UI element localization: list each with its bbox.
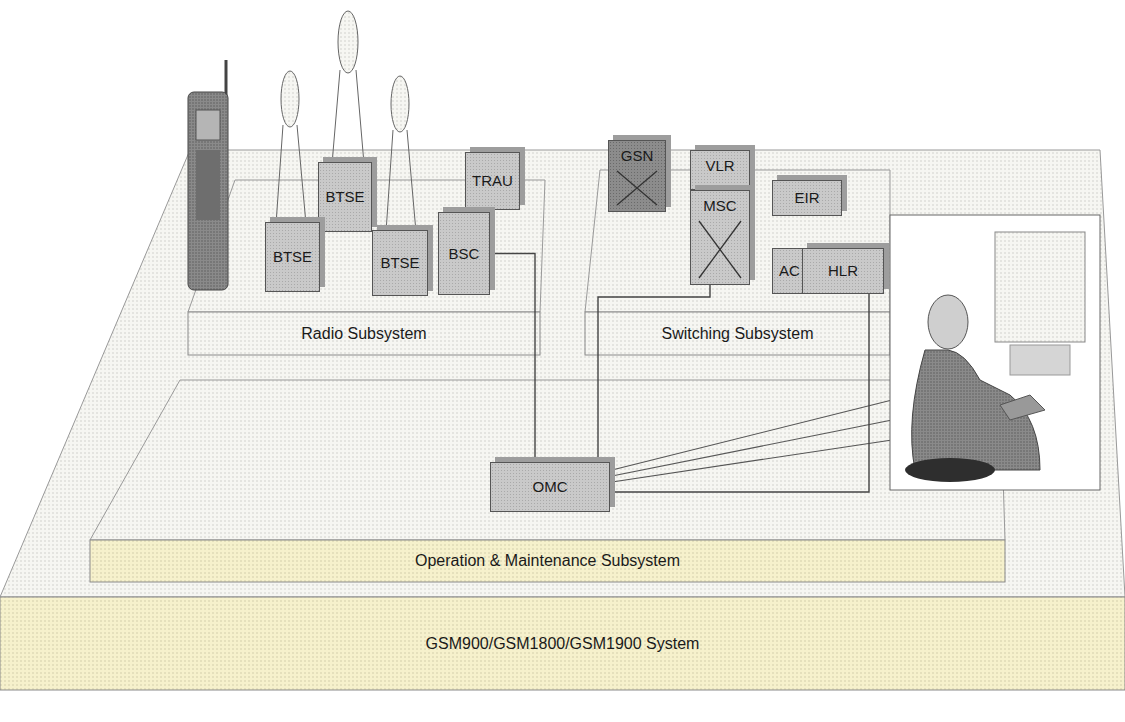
subsystem-label: Radio Subsystem <box>301 324 426 344</box>
switch-symbol <box>691 217 749 282</box>
element-label: BTSE <box>378 254 421 272</box>
network-element: OMC <box>490 462 610 512</box>
platform-face: Radio Subsystem <box>188 312 540 355</box>
network-element: GSN <box>608 140 666 212</box>
element-label: VLR <box>703 157 736 175</box>
subsystem-platform: Radio Subsystem BTSE TRAU BTSE BTSE BSC <box>186 145 548 357</box>
subsystem-platform: Switching Subsystem GSN VLR MSC EIR AC HLR <box>583 132 893 357</box>
radio-front <box>188 312 540 355</box>
platform-face: Operation & Maintenance Subsystem <box>90 540 1005 582</box>
link-line <box>610 294 869 492</box>
subsystem-platform: GSM900/GSM1800/GSM1900 System Radio Subsy… <box>0 140 1125 695</box>
link-line <box>598 285 710 462</box>
element-label: AC <box>777 262 802 280</box>
switching-front <box>585 312 890 355</box>
platform-face: GSM900/GSM1800/GSM1900 System <box>0 597 1125 690</box>
network-element: HLR <box>802 248 884 294</box>
switch-symbol <box>609 167 665 209</box>
element-label: BTSE <box>271 248 314 266</box>
subsystem-label: Switching Subsystem <box>661 324 813 344</box>
element-label: EIR <box>792 189 821 207</box>
om-top <box>90 380 1005 540</box>
element-label: MSC <box>701 197 738 215</box>
element-label: OMC <box>531 478 570 496</box>
network-element: BSC <box>438 212 490 295</box>
subsystem-platform: Operation & Maintenance Subsystem OMC <box>88 375 1008 583</box>
platform-top <box>0 150 1125 597</box>
platform-face: Switching Subsystem <box>585 312 890 355</box>
om-front <box>90 540 1005 582</box>
network-element: TRAU <box>465 152 520 210</box>
network-element: BTSE <box>372 230 428 296</box>
element-label: TRAU <box>470 172 515 190</box>
operator-workstation <box>890 215 1100 490</box>
element-label: GSN <box>619 147 656 165</box>
subsystem-label: GSM900/GSM1800/GSM1900 System <box>426 634 700 654</box>
network-element: BTSE <box>265 222 320 292</box>
operator-link <box>612 400 892 482</box>
antenna <box>276 11 416 232</box>
element-label: BTSE <box>323 188 366 206</box>
network-element: MSC <box>690 190 750 285</box>
platform-front <box>0 597 1125 690</box>
network-element: VLR <box>690 150 750 190</box>
mobile-phone <box>188 60 228 290</box>
network-element: BTSE <box>318 162 372 232</box>
link-line <box>490 254 535 463</box>
element-label: HLR <box>826 262 860 280</box>
subsystem-label: Operation & Maintenance Subsystem <box>415 551 680 571</box>
network-element: EIR <box>772 180 842 216</box>
element-label: BSC <box>447 245 482 263</box>
